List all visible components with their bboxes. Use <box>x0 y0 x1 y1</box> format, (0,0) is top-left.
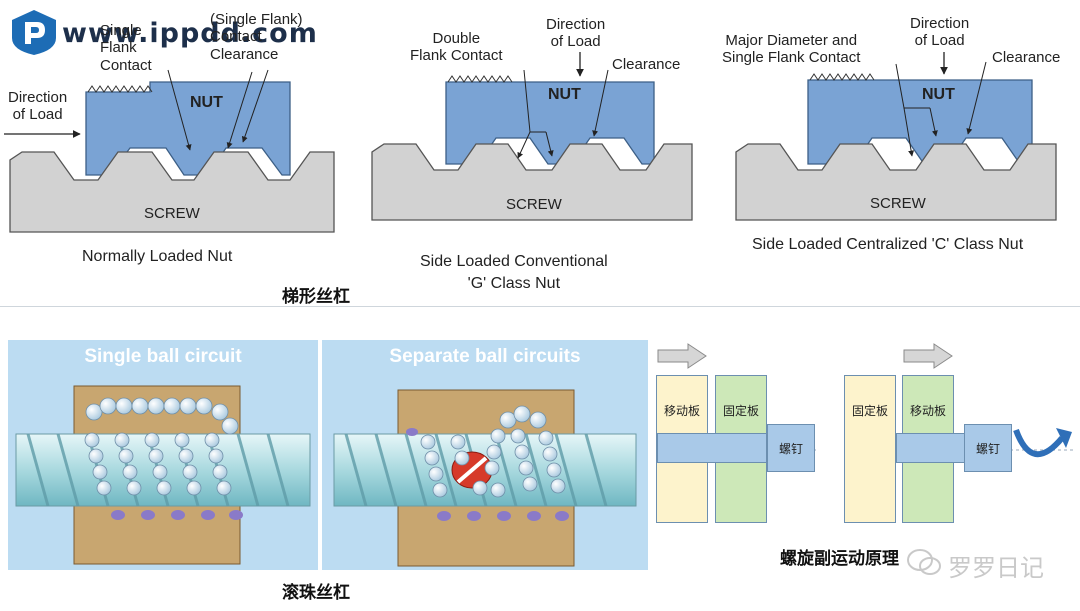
single-ball-illustration <box>15 385 311 565</box>
label-direction-of-load: Direction of Load <box>546 16 606 51</box>
label-direction-of-load: Direction of Load <box>8 89 68 124</box>
panel-separate-ball-circuits: Separate ball circuits <box>322 340 648 570</box>
nut-label: NUT <box>922 86 955 103</box>
label-direction-of-load: Direction of Load <box>910 15 970 50</box>
screw-label: SCREW <box>144 205 200 222</box>
section-title-trapezoid: 梯形丝杠 <box>282 287 350 307</box>
nut-label: NUT <box>190 94 223 111</box>
screw-body <box>371 143 693 221</box>
diagram-normally-loaded-nut <box>4 69 335 233</box>
trapezoid-diagrams <box>4 52 1057 233</box>
nut-serration <box>809 73 875 81</box>
caption-normally-loaded-nut: Normally Loaded Nut <box>82 248 233 265</box>
screw-shaft-left <box>657 433 767 463</box>
account-watermark-text: 罗罗日记 <box>948 554 1044 582</box>
direction-arrow-icon <box>903 343 953 369</box>
screw-label: SCREW <box>506 196 562 213</box>
screw-body <box>735 143 1057 221</box>
fixed-plate-right: 固定板 <box>844 375 896 523</box>
label-major-diameter: Major Diameter and Single Flank Contact <box>722 32 861 67</box>
nut-serration <box>447 75 513 83</box>
nut-serration <box>87 85 153 93</box>
screw-label: SCREW <box>870 195 926 212</box>
diagram-side-loaded-g-class <box>371 52 693 221</box>
panel-title: Separate ball circuits <box>389 346 581 367</box>
caption-g-class: Side Loaded Conventional 'G' Class Nut <box>420 253 608 292</box>
diagram-side-loaded-c-class <box>735 52 1057 221</box>
screw-head-left: 螺钉 <box>767 424 815 472</box>
nut-label: NUT <box>548 86 581 103</box>
site-watermark-text: www.ippdd.com <box>62 18 318 49</box>
label-clearance: Clearance <box>992 49 1061 66</box>
rotation-arrow-icon <box>1013 428 1065 458</box>
wechat-watermark-icon <box>907 549 941 575</box>
screw-shaft-right <box>896 433 966 463</box>
section-divider <box>0 306 1080 307</box>
screw-body <box>9 151 335 233</box>
label-contact-clearance: (Single Flank) Contact Clearance <box>210 11 303 63</box>
panel-single-ball-circuit: Single ball circuit <box>8 340 318 570</box>
section-title-ball-screw: 滚珠丝杠 <box>282 583 350 603</box>
panel-title: Single ball circuit <box>84 346 242 367</box>
ippdd-logo-icon <box>12 10 56 55</box>
screw-head-right: 螺钉 <box>964 424 1012 472</box>
label-clearance: Clearance <box>612 56 681 73</box>
caption-c-class: Side Loaded Centralized 'C' Class Nut <box>752 236 1024 253</box>
label-single-flank-contact: Single Flank Contact <box>100 22 152 74</box>
motion-arrows <box>657 343 1074 458</box>
separate-ball-illustration <box>333 389 637 567</box>
section-title-motion-principle: 螺旋副运动原理 <box>780 549 899 569</box>
label-double-flank-contact: Double Flank Contact <box>410 30 503 65</box>
direction-arrow-icon <box>657 343 707 369</box>
